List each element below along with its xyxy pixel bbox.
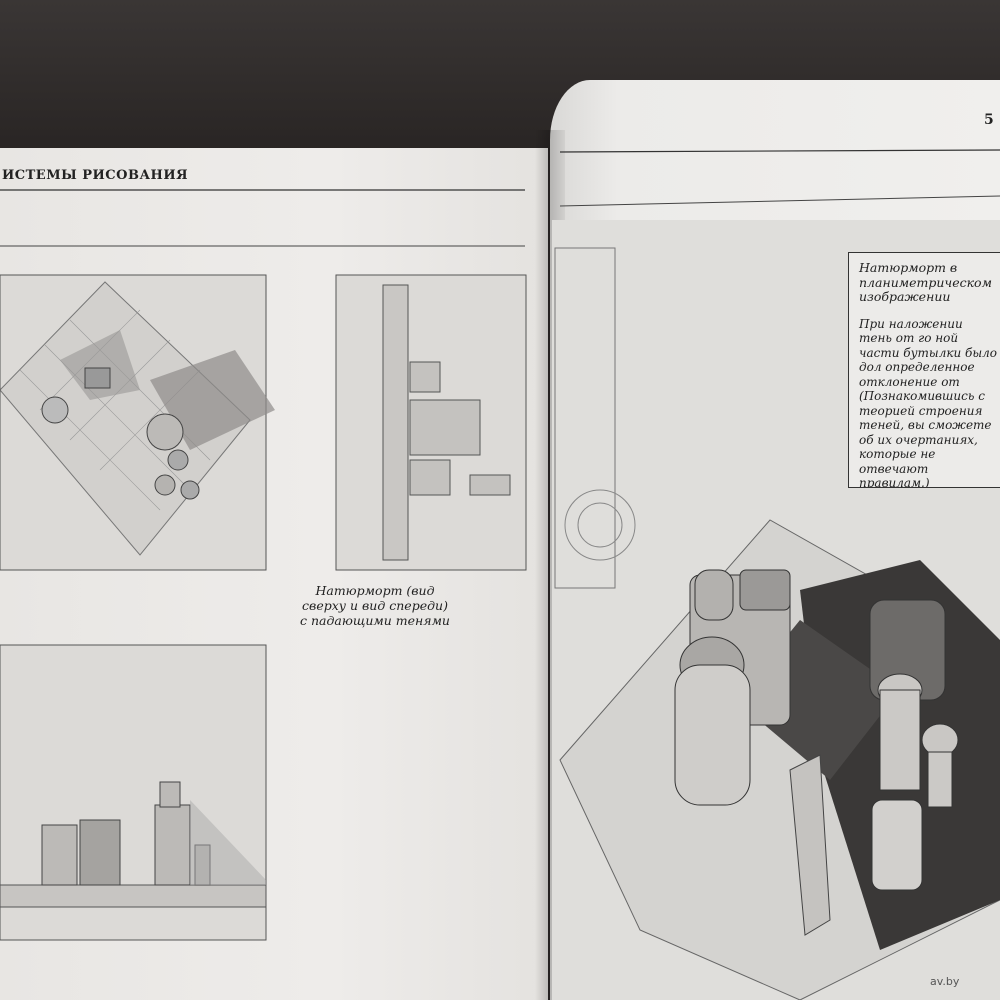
front-still-life-drawing xyxy=(0,644,267,941)
right-page-note-box: Натюрморт в планиметрическом изображении… xyxy=(848,252,1000,488)
note-title: Натюрморт в планиметрическом изображении xyxy=(859,260,992,304)
top-view-drawing xyxy=(0,274,275,571)
right-header-rule xyxy=(559,149,1000,153)
front-view-drawing xyxy=(335,274,527,571)
watermark: av.by xyxy=(930,975,960,988)
left-page-caption: Натюрморт (вид сверху и вид спереди) с п… xyxy=(300,583,450,628)
left-page-header: ИСТЕМЫ РИСОВАНИЯ xyxy=(2,168,189,183)
note-body: При наложении тень от го ной части бутыл… xyxy=(859,316,998,488)
right-page-number: 5 xyxy=(984,112,994,128)
right-top-rule xyxy=(559,195,1000,207)
